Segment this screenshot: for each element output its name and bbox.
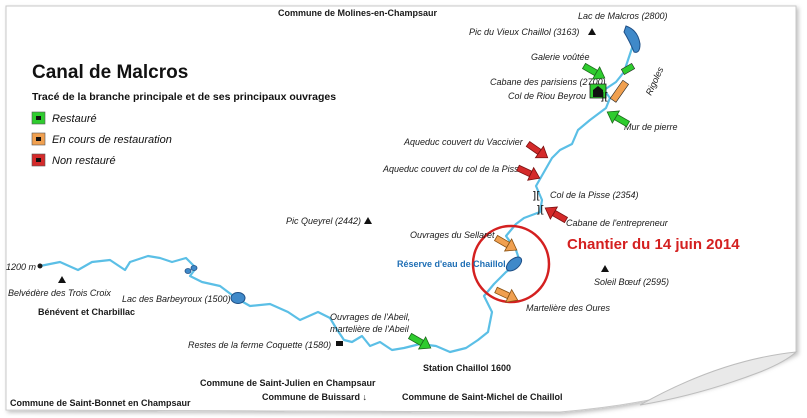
label-aqueduc-vaccivier: Aqueduc couvert du Vaccivier xyxy=(403,137,524,147)
col-marker-entrepreneur: ][ xyxy=(536,203,545,216)
commune-saint-julien: Commune de Saint-Julien en Champsaur xyxy=(200,378,376,388)
legend-label-en-cours: En cours de restauration xyxy=(52,134,172,146)
lac-barbeyroux-shape xyxy=(230,292,246,304)
label-ouvrages-abeil-1: Ouvrages de l'Abeil, xyxy=(330,312,410,322)
label-galerie: Galerie voûtée xyxy=(531,52,590,62)
label-lac-barbeyroux: Lac des Barbeyroux (1500) xyxy=(122,294,231,304)
label-col-pisse: Col de la Pisse (2354) xyxy=(550,190,639,200)
arrow-abeil-restaure xyxy=(407,332,432,350)
arrow-aqueduc-pisse-non-restaure xyxy=(516,164,541,181)
legend-label-non-restaure: Non restauré xyxy=(52,155,116,167)
canal-start-dot xyxy=(37,263,43,269)
arrow-aqueduc-vaccivier-non-restaure xyxy=(525,140,549,159)
summit-icon-soleil-boeuf xyxy=(601,265,609,272)
commune-north: Commune de Molines-en-Champsaur xyxy=(278,8,438,18)
label-aqueduc-pisse: Aqueduc couvert du col de la Pisse xyxy=(382,164,524,174)
label-ferme-coquette: Restes de la ferme Coquette (1580) xyxy=(188,340,331,350)
arrow-cabane-entrepreneur-non-restaure xyxy=(544,206,569,224)
reserve-chaillol-shape xyxy=(505,256,523,272)
page-subtitle: Tracé de la branche principale et de ses… xyxy=(32,91,336,103)
label-station-chaillol: Station Chaillol 1600 xyxy=(423,363,511,373)
page-curl xyxy=(639,351,798,406)
label-altitude-start: 1200 m xyxy=(6,262,37,272)
chantier-label: Chantier du 14 juin 2014 xyxy=(567,236,740,253)
arrow-galerie-restaure xyxy=(581,62,606,80)
label-reserve-chaillol: Réserve d'eau de Chaillol xyxy=(397,259,506,269)
label-belvedere: Belvédère des Trois Croix xyxy=(8,288,111,298)
arrow-sellaret-en-cours xyxy=(493,234,518,252)
label-martelliere-oures: Martelière des Oures xyxy=(526,303,611,313)
rigoles-marker-green xyxy=(620,62,636,76)
label-ouvrages-sellaret: Ouvrages du Sellaret xyxy=(410,230,495,240)
chantier-circle xyxy=(471,224,551,304)
label-cabane-entrepreneur: Cabane de l'entrepreneur xyxy=(566,218,669,228)
rigoles-marker-orange xyxy=(609,79,630,103)
commune-buissard: Commune de Buissard ↓ xyxy=(262,392,367,402)
lac-malcros-shape xyxy=(623,25,641,53)
label-lac-malcros: Lac de Malcros (2800) xyxy=(578,11,668,21)
legend-label-restaure: Restauré xyxy=(52,113,97,125)
commune-saint-michel: Commune de Saint-Michel de Chaillol xyxy=(402,392,563,402)
label-soleil-boeuf: Soleil Bœuf (2595) xyxy=(594,277,669,287)
label-col-riou: Col de Riou Beyrou xyxy=(508,91,586,101)
arrow-martelliere-oures-en-cours xyxy=(494,286,519,303)
commune-benevent: Bénévent et Charbillac xyxy=(38,307,135,317)
summit-icon-pic-queyrel xyxy=(364,217,372,224)
small-pond-1 xyxy=(184,268,192,274)
label-ouvrages-abeil-2: martelière de l'Abeil xyxy=(330,324,410,334)
col-marker-pisse: ][ xyxy=(532,189,541,202)
label-pic-queyrel: Pic Queyrel (2442) xyxy=(286,216,361,226)
label-mur-pierre: Mur de pierre xyxy=(624,122,678,132)
col-marker-riou: ][ xyxy=(600,90,609,103)
commune-saint-bonnet: Commune de Saint-Bonnet en Champsaur xyxy=(10,398,191,408)
small-pond-2 xyxy=(190,265,198,271)
page-title: Canal de Malcros xyxy=(32,62,188,83)
ruin-icon-ferme-coquette xyxy=(336,341,343,346)
arrow-mur-pierre-restaure xyxy=(606,110,631,128)
summit-icon-vieux-chaillol xyxy=(588,28,596,35)
legend: Restauré En cours de restauration Non re… xyxy=(31,111,172,167)
summit-icon-belvedere xyxy=(58,276,66,283)
label-pic-vieux-chaillol: Pic du Vieux Chaillol (3163) xyxy=(469,27,579,37)
label-cabane-parisiens: Cabane des parisiens (2700) xyxy=(490,77,606,87)
house-icon-cabane-parisiens xyxy=(589,83,607,99)
